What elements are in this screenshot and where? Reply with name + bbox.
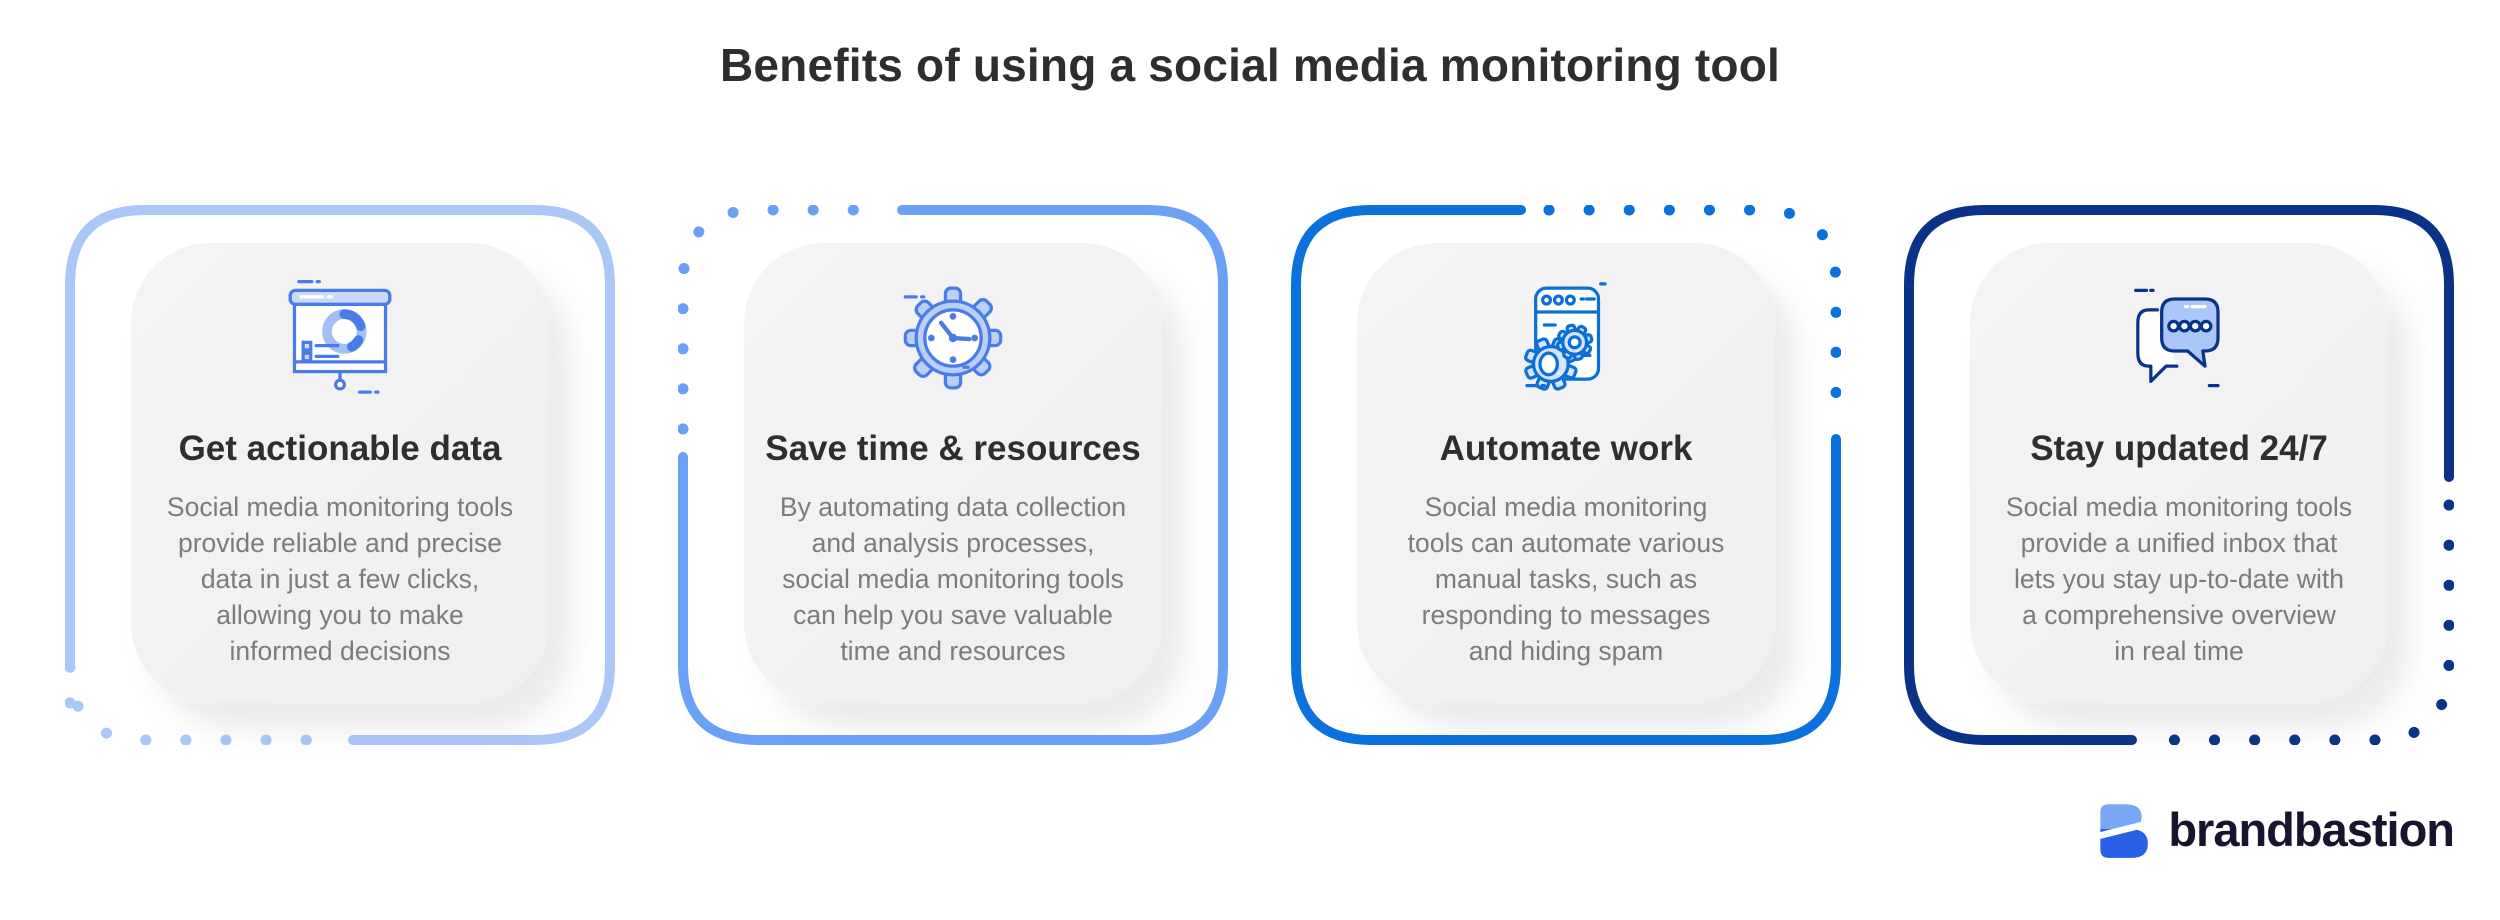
card-border-decoration [65, 205, 615, 745]
brandbastion-logo-icon [2090, 804, 2153, 858]
benefit-card-stay-updated: Stay updated 24/7 Social media monitorin… [1904, 205, 2454, 745]
card-description: Social media monitoring tools can automa… [1407, 492, 1725, 667]
card-title: Automate work [1439, 429, 1693, 468]
card-border-decoration [678, 205, 1228, 745]
presentation-chart-icon [288, 280, 392, 394]
card-description: Social media monitoring tools provide re… [166, 492, 514, 667]
browser-automation-icon [1524, 282, 1607, 391]
card-title: Stay updated 24/7 [2030, 429, 2328, 468]
card-title: Get actionable data [178, 429, 502, 468]
card-description: By automating data collection and analys… [779, 492, 1127, 667]
benefit-card-automate-work: Automate work Social media monitoring to… [1291, 205, 1841, 745]
gear-clock-icon [903, 286, 1003, 390]
benefit-card-get-actionable-data: Get actionable data Social media monitor… [65, 205, 615, 745]
page-title: Benefits of using a social media monitor… [719, 39, 1781, 91]
card-panel: Save time & resources By automating data… [744, 243, 1162, 703]
brand-logo: brandbastion [2090, 798, 2455, 860]
card-border-decoration [1904, 205, 2454, 745]
card-panel: Stay updated 24/7 Social media monitorin… [1970, 243, 2388, 703]
card-title: Save time & resources [765, 429, 1141, 468]
chat-bubbles-icon [2134, 288, 2220, 388]
benefit-card-save-time-resources: Save time & resources By automating data… [678, 205, 1228, 745]
card-description: Social media monitoring tools provide a … [2005, 492, 2353, 667]
card-panel: Automate work Social media monitoring to… [1357, 243, 1775, 703]
benefit-cards-row: Get actionable data Social media monitor… [65, 205, 2454, 745]
card-panel: Get actionable data Social media monitor… [131, 243, 549, 703]
card-border-decoration [1291, 205, 1841, 745]
brandbastion-logo-text: brandbastion [2168, 802, 2455, 856]
